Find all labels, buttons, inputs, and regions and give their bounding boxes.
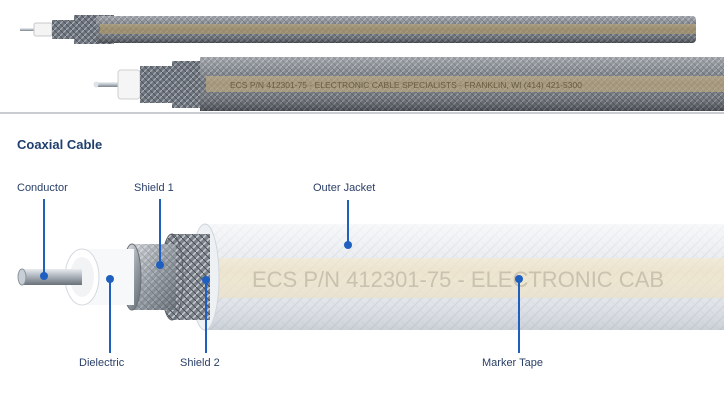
center-conductor: [17, 268, 82, 286]
section-divider: [0, 112, 724, 114]
cable-photo-illustration: ECS P/N 412301-75 - ELECTRONIC CABLE SPE…: [20, 15, 724, 111]
label-shield-1: Shield 1: [134, 182, 174, 194]
label-dielectric: Dielectric: [79, 357, 125, 369]
cable-bottom: ECS P/N 412301-75 - ELECTRONIC CABLE SPE…: [93, 57, 724, 111]
leader-dots: [40, 241, 523, 284]
jacket-marker-text: ECS P/N 412301-75 - ELECTRONIC CAB: [252, 267, 664, 292]
leader-lines: [43, 199, 520, 353]
label-outer-jacket: Outer Jacket: [313, 182, 376, 194]
outer-jacket: ECS P/N 412301-75 - ELECTRONIC CAB: [190, 223, 724, 331]
cable-top: [20, 15, 696, 44]
label-shield-2: Shield 2: [180, 357, 220, 369]
cable-photo-banner: ECS P/N 412301-75 - ELECTRONIC CABLE SPE…: [0, 0, 724, 112]
label-conductor: Conductor: [17, 182, 68, 194]
label-marker-tape: Marker Tape: [482, 357, 543, 369]
diagram-title: Coaxial Cable: [17, 137, 103, 152]
cable-bottom-marker-text: ECS P/N 412301-75 - ELECTRONIC CABLE SPE…: [230, 80, 582, 90]
